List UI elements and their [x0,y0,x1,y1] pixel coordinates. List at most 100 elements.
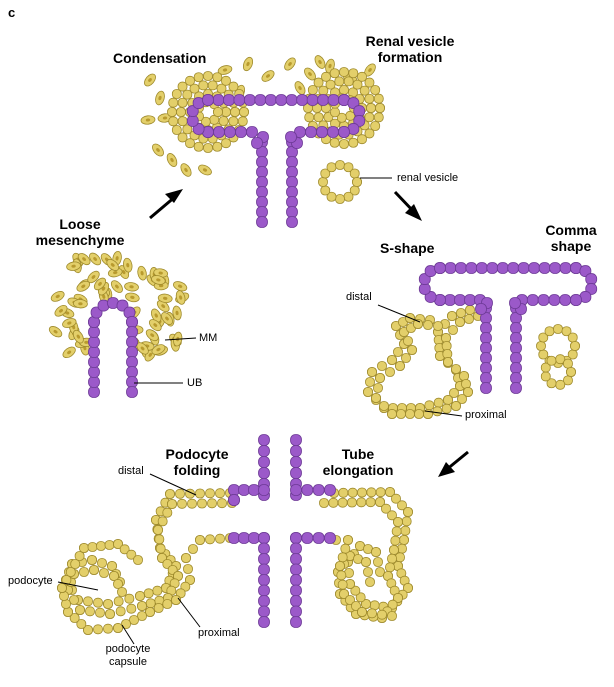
mesenchyme-cell [545,327,554,336]
ureteric-bud-cell [291,575,302,586]
ureteric-bud-cell [223,95,234,106]
mesenchyme-cell [240,108,249,117]
ureteric-bud-cell [317,127,328,138]
ureteric-bud-cell [276,95,287,106]
mesenchyme-cell [204,72,213,81]
mesenchyme-cell [341,544,350,553]
mesenchyme-cell [178,117,187,126]
mesenchyme-cell [391,536,400,545]
label-ub: UB [187,377,202,390]
ureteric-bud-cell [236,127,247,138]
mesenchyme-cell [134,556,143,565]
mesenchyme-cell [338,498,347,507]
mesenchyme-cell [340,140,349,149]
mesenchyme-cell [58,584,67,593]
ureteric-bud-cell [302,533,313,544]
ureteric-bud-cell [527,295,538,306]
mesenchyme-cell [433,407,442,416]
ureteric-bud-cell [291,457,302,468]
ureteric-bud-cell [259,543,270,554]
arrow-to-condensation-icon [150,189,183,218]
mesenchyme-cell [358,488,367,497]
ureteric-bud-cell [297,95,308,106]
mesenchyme-cell [388,410,397,419]
mesenchyme-cell [365,113,374,122]
mesenchyme-cell [376,488,385,497]
mesenchyme-cell [114,624,123,633]
mesenchyme-cell [444,358,453,367]
mesenchyme-cell [465,315,474,324]
ureteric-bud-cell [518,263,529,274]
arrow-to-s-shape-icon [395,192,422,221]
mesenchyme-cell [206,489,215,498]
mesenchyme-cell [457,309,466,318]
mesenchyme-cell [75,552,84,561]
mesenchyme-cell [146,599,155,608]
mesenchyme-cell [344,192,353,201]
mesenchyme-cell [336,562,345,571]
mesenchyme-cell [213,73,222,82]
ureteric-bud-cell [259,585,270,596]
mesenchyme-cell [386,563,395,572]
mesenchyme-cell [376,374,385,383]
ureteric-bud-cell [510,298,521,309]
mesenchyme-cell [556,380,565,389]
mesenchyme-cell [213,142,222,151]
mesenchyme-cell [402,354,411,363]
mesenchyme-cell [434,322,443,331]
mesenchyme-cell [194,142,203,151]
mesenchyme-cell [397,410,406,419]
ureteric-bud-cell [259,564,270,575]
ureteric-bud-cell [89,377,100,388]
ureteric-bud-cell [481,383,492,394]
ureteric-bud-cell [225,127,236,138]
ureteric-bud-cell [481,333,492,344]
mesenchyme-cell [434,398,443,407]
ureteric-bud-cell [286,132,297,143]
mesenchyme-cell [100,569,109,578]
mesenchyme-cell [188,499,197,508]
mesenchyme-cell [372,548,381,557]
ureteric-bud-cell [252,138,263,149]
mesenchyme-cell [163,600,172,609]
mesenchyme-cell [169,98,178,107]
mesenchyme-cell [357,498,366,507]
ureteric-bud-cell [229,485,240,496]
mesenchyme-cell [554,325,563,334]
ureteric-bud-cell [455,295,466,306]
ureteric-bud-cell [287,157,298,168]
ureteric-bud-cell [291,435,302,446]
mesenchyme-cell [88,543,97,552]
ureteric-bud-cell [291,533,302,544]
mesenchyme-cell [154,604,163,613]
ureteric-bud-cell [511,333,522,344]
label-condensation: Condensation [113,50,206,66]
mesenchyme-cell [568,333,577,342]
ureteric-bud-cell [239,533,250,544]
ureteric-bud-cell [89,347,100,358]
mesenchyme-cell [364,388,373,397]
leader-proximal-pf [178,598,200,627]
ureteric-bud-cell [257,157,268,168]
mesenchyme-cell [330,138,339,147]
label-s-shape: S-shape [380,240,434,256]
mesenchyme-cell [198,499,207,508]
mesenchyme-cell [216,534,225,543]
mesenchyme-cell [106,610,115,619]
mesenchyme-cell [425,401,434,410]
ureteric-bud-cell [560,263,571,274]
mesenchyme-cell [388,554,397,563]
mesenchyme-cell [444,396,453,405]
mesenchyme-cell [567,368,576,377]
mesenchyme-cell [368,368,377,377]
mesenchyme-cell [415,410,424,419]
mesenchyme-cell [320,499,329,508]
ureteric-bud-cell [203,95,214,106]
mesenchyme-cell [456,318,465,327]
mesenchyme-cell [571,342,580,351]
mesenchyme-cell [386,368,395,377]
ureteric-bud-cell [497,263,508,274]
ureteric-bud-cell [538,295,549,306]
mesenchyme-cell [136,592,145,601]
